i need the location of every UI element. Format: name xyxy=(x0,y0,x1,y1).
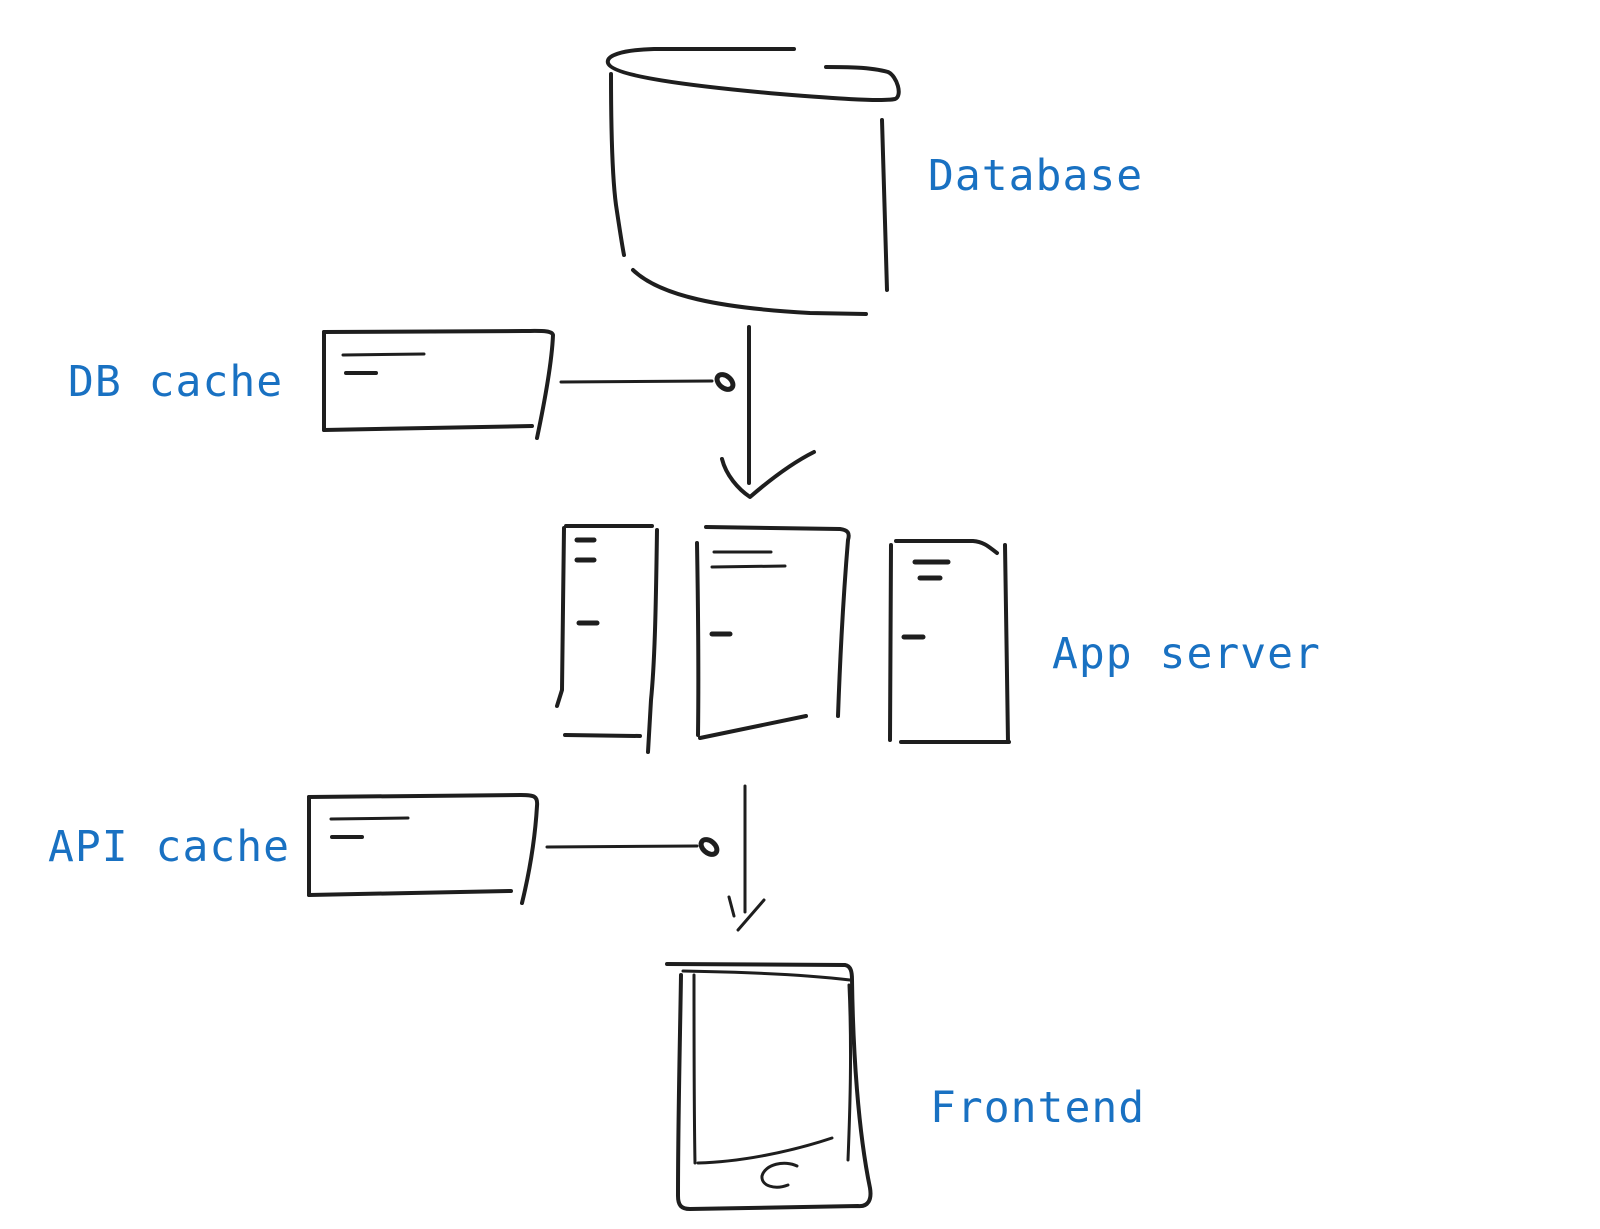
db-cache-label: DB cache xyxy=(68,357,284,407)
db-to-app-arrow xyxy=(720,325,816,499)
app-server-rack-left xyxy=(555,524,659,754)
api-cache-label: API cache xyxy=(48,822,290,872)
api-cache-icon xyxy=(307,793,540,905)
app-to-frontend-arrow xyxy=(727,784,766,932)
database-cylinder-icon xyxy=(605,47,901,316)
database-label: Database xyxy=(928,151,1144,201)
tablet-device-icon xyxy=(665,962,873,1211)
app-server-rack-right xyxy=(888,539,1011,744)
db-cache-icon xyxy=(322,328,555,440)
app-server-rack-middle xyxy=(695,525,851,740)
frontend-label: Frontend xyxy=(930,1083,1146,1133)
api-cache-connector xyxy=(545,837,720,857)
db-cache-connector xyxy=(559,372,736,392)
app-server-label: App server xyxy=(1052,629,1321,679)
